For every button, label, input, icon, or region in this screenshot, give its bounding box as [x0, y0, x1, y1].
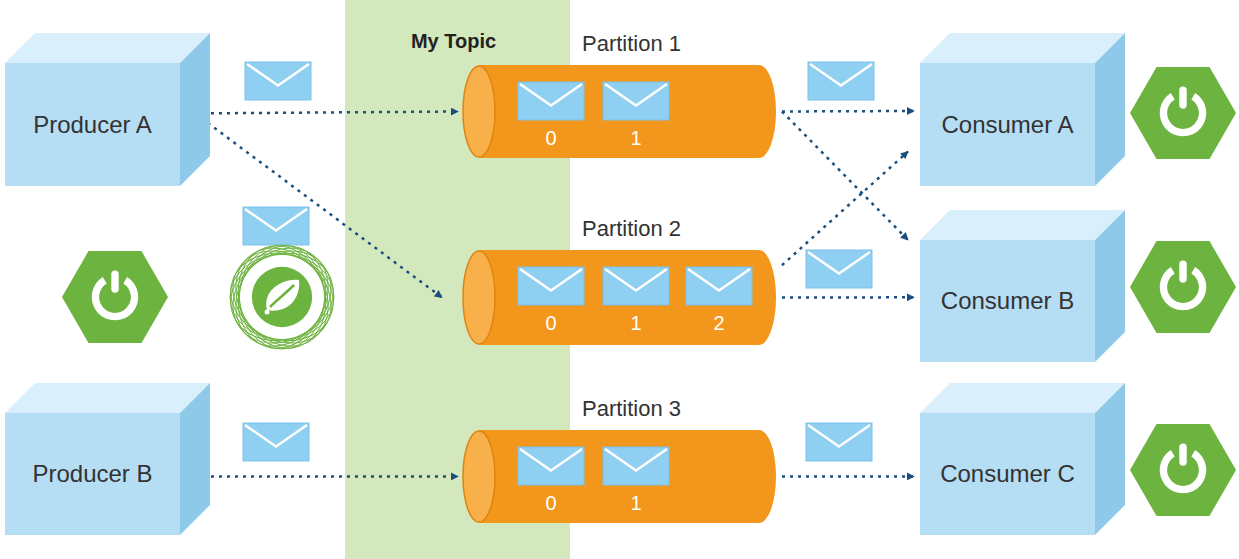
partition-cylinder: Partition 301	[462, 430, 776, 523]
service-box: Producer B	[5, 413, 180, 535]
offset-number: 0	[545, 312, 556, 335]
offset-number: 0	[545, 492, 556, 515]
cylinder-outline	[462, 65, 776, 158]
box-3d-outline	[5, 33, 210, 186]
message-flow-arrow	[782, 475, 914, 478]
service-box: Consumer B	[920, 240, 1095, 362]
message-flow-arrow	[782, 112, 908, 241]
service-name: Consumer B	[941, 287, 1074, 315]
message-envelope	[808, 62, 874, 100]
partition-name: Partition 1	[582, 31, 681, 57]
message-flow-arrow	[782, 152, 908, 266]
spring-boot-icon	[1130, 67, 1236, 159]
spring-boot-icon	[1130, 424, 1236, 516]
box-3d-outline	[920, 33, 1125, 186]
message-envelope	[603, 267, 669, 305]
offset-number: 1	[630, 127, 641, 150]
cylinder-outline	[462, 430, 776, 523]
message-flow-arrow	[782, 110, 914, 113]
spring-framework-icon	[215, 230, 349, 364]
message-flow-arrow	[782, 296, 914, 299]
partition-name: Partition 2	[582, 216, 681, 242]
offset-number: 1	[630, 312, 641, 335]
box-3d-outline	[920, 210, 1125, 362]
spring-boot-icon	[62, 251, 168, 343]
message-envelope	[518, 267, 584, 305]
message-envelope	[518, 82, 584, 120]
service-box: Consumer C	[920, 413, 1095, 535]
cylinder-outline	[462, 250, 776, 345]
offset-number: 0	[545, 127, 556, 150]
box-3d-outline	[5, 383, 210, 535]
message-flow-arrow	[195, 113, 442, 297]
message-envelope	[518, 447, 584, 485]
service-name: Consumer A	[941, 111, 1073, 139]
message-envelope	[806, 250, 872, 288]
message-flow-arrow	[195, 475, 458, 478]
service-name: Producer B	[32, 460, 152, 488]
message-envelope	[245, 62, 311, 100]
box-3d-outline	[920, 383, 1125, 535]
message-envelope	[686, 267, 752, 305]
service-box: Producer A	[5, 63, 180, 186]
partition-cylinder: Partition 2012	[462, 250, 776, 345]
topic-title: My Topic	[411, 30, 496, 53]
service-name: Consumer C	[940, 460, 1075, 488]
spring-boot-icon	[1130, 241, 1236, 333]
partition-cylinder: Partition 101	[462, 65, 776, 158]
message-envelope	[243, 423, 309, 461]
message-envelope	[243, 207, 309, 245]
offset-number: 1	[630, 492, 641, 515]
partition-name: Partition 3	[582, 396, 681, 422]
message-envelope	[603, 82, 669, 120]
service-name: Producer A	[33, 111, 152, 139]
message-flow-arrow	[195, 112, 458, 114]
service-box: Consumer A	[920, 63, 1095, 186]
offset-number: 2	[713, 312, 724, 335]
message-envelope	[806, 423, 872, 461]
message-envelope	[603, 447, 669, 485]
